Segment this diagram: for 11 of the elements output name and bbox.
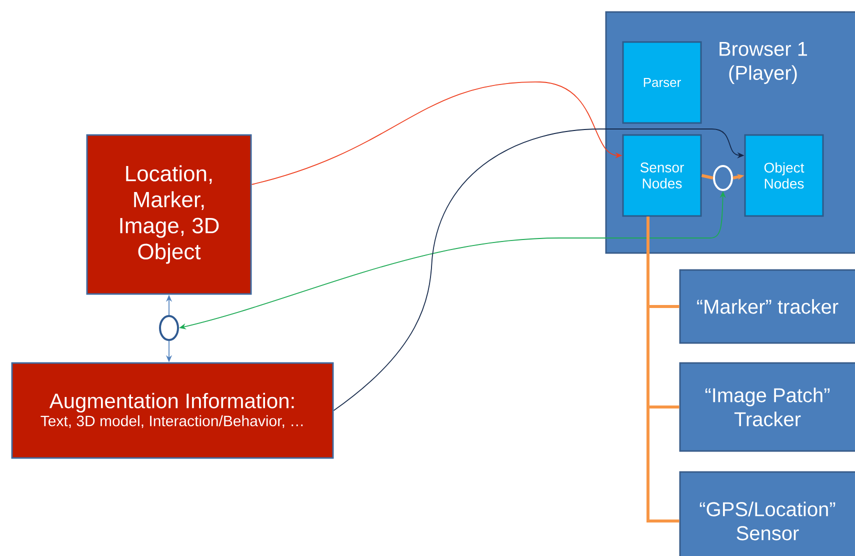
process-box: Object Nodes	[744, 134, 824, 217]
process-box: “Marker” tracker	[679, 269, 855, 344]
circle-symbol	[159, 315, 179, 341]
panel-heading: Browser 1 (Player)	[720, 42, 807, 84]
process-box: “GPS/Location” Sensor	[679, 471, 855, 556]
process-box: “Image Patch” Tracker	[679, 362, 855, 452]
circle-symbol	[713, 165, 733, 191]
process-box: Sensor Nodes	[622, 134, 702, 217]
process-box: Location, Marker, Image, 3D Object	[86, 134, 252, 295]
process-box: Augmentation Information: Text, 3D model, Interaction/Behavior, …	[11, 362, 334, 459]
process-box: Parser	[622, 41, 702, 124]
